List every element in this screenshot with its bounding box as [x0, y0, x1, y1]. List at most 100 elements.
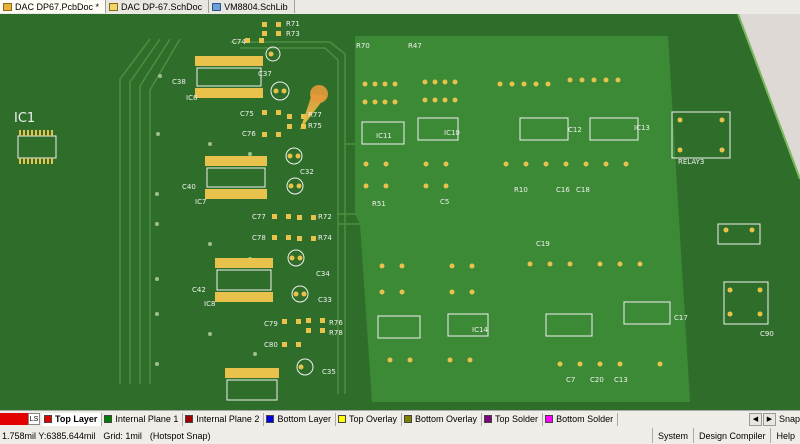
- layer-color-swatch: [44, 415, 52, 423]
- designator-r75: R75: [308, 122, 322, 130]
- designator-r71: R71: [286, 20, 300, 28]
- cursor-marker: [300, 85, 328, 130]
- layer-tab-top-solder[interactable]: Top Solder: [482, 412, 544, 426]
- layer-tab-top-overlay[interactable]: Top Overlay: [336, 412, 402, 426]
- layer-color-swatch: [545, 415, 554, 423]
- cursor-coordinates: 1.758mil Y:6385.644mil: [2, 430, 96, 441]
- designator-r76: R76: [329, 319, 343, 327]
- grid-setting: Grid: 1mil: [103, 430, 142, 441]
- layer-tab-label: Top Layer: [55, 414, 98, 424]
- ic1-label: IC1: [14, 111, 35, 126]
- schematic-library-icon: [212, 2, 222, 11]
- designator-c42: C42: [192, 286, 206, 294]
- design-compiler-panel-button[interactable]: Design Compiler: [692, 428, 771, 443]
- designator-r10: R10: [514, 186, 528, 194]
- layer-tab-bottom-overlay[interactable]: Bottom Overlay: [402, 412, 483, 426]
- designator-r74: R74: [318, 234, 332, 242]
- layer-tab-label: Bottom Overlay: [415, 414, 478, 424]
- schematic-document-icon: [109, 2, 119, 11]
- designator-c18: C18: [576, 186, 590, 194]
- layer-color-swatch: [104, 415, 113, 423]
- designator-c74: C74: [232, 38, 246, 46]
- layer-tab-label: Top Solder: [495, 414, 539, 424]
- designator-ic13: IC13: [634, 124, 650, 132]
- designator-ic6: IC6: [186, 94, 198, 102]
- layer-tab-bottom-layer[interactable]: Bottom Layer: [264, 412, 336, 426]
- designator-r72: R72: [318, 213, 332, 221]
- layer-tab-internal-plane-2[interactable]: Internal Plane 2: [183, 412, 265, 426]
- layer-tab-label: Internal Plane 2: [196, 414, 260, 424]
- layer-color-swatch: [185, 415, 194, 423]
- designator-r73: R73: [286, 30, 300, 38]
- layer-tab-label: Internal Plane 1: [115, 414, 179, 424]
- status-bar: 1.758mil Y:6385.644mil Grid: 1mil (Hotsp…: [0, 427, 800, 444]
- ic1-footprint[interactable]: [17, 130, 57, 164]
- scroll-left-icon[interactable]: ◀: [748, 412, 762, 426]
- designator-c16: C16: [556, 186, 570, 194]
- layer-color-swatch: [484, 415, 493, 423]
- current-layer-color-swatch[interactable]: [0, 413, 28, 425]
- layer-color-swatch: [266, 415, 275, 423]
- pcb-editor-canvas[interactable]: IC1: [0, 14, 800, 410]
- layer-set-button[interactable]: LS: [28, 413, 40, 425]
- designator-c38: C38: [172, 78, 186, 86]
- designator-r77: R77: [308, 111, 322, 119]
- scroll-right-icon[interactable]: ▶: [762, 412, 776, 426]
- designator-c90: C90: [760, 330, 774, 338]
- panel-buttons: System Design Compiler Help: [651, 428, 800, 443]
- designator-c75: C75: [240, 110, 254, 118]
- designator-c12: C12: [568, 126, 582, 134]
- designator-c20: C20: [590, 376, 604, 384]
- designator-c7: C7: [566, 376, 575, 384]
- designator-ic7: IC7: [195, 198, 206, 206]
- designator-r70: R70: [356, 42, 370, 50]
- designator-c32: C32: [300, 168, 314, 176]
- designator-c17: C17: [674, 314, 688, 322]
- designator-c13: C13: [614, 376, 628, 384]
- layer-color-swatch: [404, 415, 412, 423]
- layer-tab-label: Top Overlay: [348, 414, 397, 424]
- layer-color-swatch: [337, 415, 346, 423]
- layer-tab-label: Bottom Solder: [556, 414, 614, 424]
- tab-dac-dp-67-schdoc[interactable]: DAC DP-67.SchDoc: [106, 0, 210, 13]
- layer-tab-internal-plane-1[interactable]: Internal Plane 1: [102, 412, 184, 426]
- designator-ic11: IC11: [376, 132, 392, 140]
- layer-tab-top-layer[interactable]: Top Layer: [42, 412, 103, 426]
- designator-c33: C33: [318, 296, 332, 304]
- designator-c80: C80: [264, 341, 278, 349]
- designator-c37: C37: [258, 70, 272, 78]
- silkscreen-labels: R71 R73 C74 C37 C38 IC6 C75 R77 R75 C76 …: [172, 20, 774, 384]
- designator-r78: R78: [329, 329, 343, 337]
- tab-label: DAC DP67.PcbDoc *: [15, 1, 100, 12]
- designator-relay3: RELAY3: [678, 158, 704, 166]
- snap-mode: (Hotspot Snap): [149, 430, 211, 441]
- via-group: [155, 74, 257, 366]
- layer-tab-bottom-solder[interactable]: Bottom Solder: [543, 412, 619, 426]
- copper-pour: [355, 36, 690, 402]
- designator-c40: C40: [182, 183, 196, 191]
- help-panel-button[interactable]: Help: [770, 428, 800, 443]
- soic-footprints: [195, 56, 279, 378]
- designator-ic10: IC10: [444, 129, 460, 137]
- document-tab-bar: DAC DP67.PcbDoc * DAC DP-67.SchDoc VM880…: [0, 0, 800, 15]
- layer-bar-controls: ◀ ▶ Snap: [748, 412, 800, 426]
- pcb-document-icon: [3, 2, 12, 11]
- designator-c77: C77: [252, 213, 266, 221]
- tab-vm8804-schlib[interactable]: VM8804.SchLib: [209, 0, 295, 13]
- designator-r47: R47: [408, 42, 422, 50]
- system-panel-button[interactable]: System: [651, 428, 693, 443]
- designator-c35: C35: [322, 368, 336, 376]
- designator-c34: C34: [316, 270, 330, 278]
- tab-dac-dp67-pcbdoc[interactable]: DAC DP67.PcbDoc *: [0, 0, 107, 13]
- designator-c19: C19: [536, 240, 550, 248]
- snap-button[interactable]: Snap: [778, 414, 800, 424]
- designator-ic8: IC8: [204, 300, 215, 308]
- pcb-board-view[interactable]: IC1: [0, 14, 800, 410]
- designator-c78: C78: [252, 234, 266, 242]
- tab-label: VM8804.SchLib: [224, 1, 288, 12]
- designator-c5: C5: [440, 198, 449, 206]
- layer-tab-label: Bottom Layer: [277, 414, 331, 424]
- layer-tab-bar: LS Top Layer Internal Plane 1 Internal P…: [0, 410, 800, 428]
- designator-c79: C79: [264, 320, 278, 328]
- tab-label: DAC DP-67.SchDoc: [121, 1, 203, 12]
